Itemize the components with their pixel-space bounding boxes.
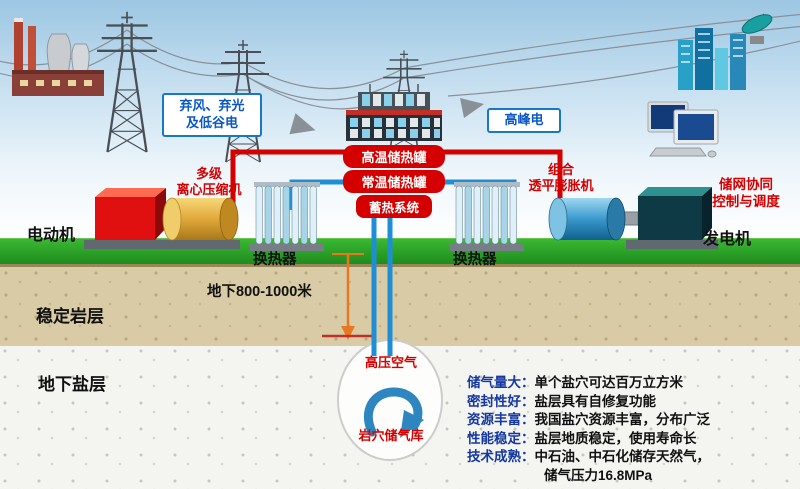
feature-value: 我国盐穴资源丰富，分布广泛 [534,412,711,427]
grid-control-label: 储网协同 控制与调度 [696,177,796,211]
feature-key: 密封性好： [467,393,535,409]
feature-row: 储气压力16.8MPa [467,467,797,486]
feature-value: 单个盐穴可达百万立方米 [534,375,684,390]
depth-arrow-icon [322,253,374,340]
cavern-storage-label: 岩穴储气库 [358,428,424,443]
feature-row: 密封性好：盐层具有自修复功能 [467,393,797,412]
heat-exchanger-icon [450,182,524,251]
feature-key: 技术成熟： [467,449,535,464]
generator-icon [638,187,712,240]
city-buildings-icon [678,28,746,90]
grid-control-line1: 储网协同 [719,177,773,192]
motor-label: 电动机 [27,227,76,244]
feature-row: 资源丰富：我国盐穴资源丰富，分布广泛 [467,411,797,430]
feature-key: 资源丰富： [467,412,535,427]
compressor-icon [162,197,239,241]
feature-value: 储气压力16.8MPa [544,467,653,483]
computer-icon [647,101,719,158]
feature-row: 技术成熟：中石油、中石化储存天然气， [467,448,797,467]
expander-icon [548,197,626,241]
grid-control-line2: 控制与调度 [712,193,780,209]
hot-tank-label: 高温储热罐 [343,145,445,168]
compressor-label-line2: 离心压缩机 [176,182,242,198]
heat-exchanger-left-label: 换热器 [253,252,297,268]
left-platform [84,240,240,249]
curtailed-power-line2: 及低谷电 [185,114,238,130]
cavern-down-pipes [371,214,393,356]
curtailed-power-callout: 弃风、弃光 及低谷电 [162,93,262,137]
heat-exchanger-right-label: 换热器 [453,252,497,268]
factory-icon [12,18,104,96]
rock-layer-label: 稳定岩层 [36,307,104,326]
feature-value: 盐层具有自修复功能 [534,393,657,409]
feature-row: 性能稳定：盐层地质稳定，使用寿命长 [467,430,797,449]
heat-storage-system-label: 蓄热系统 [356,195,432,218]
grid-out-arrow-icon [460,98,484,118]
compressor-label: 多级 离心压缩机 [163,166,255,199]
substation-icon [346,84,442,141]
expander-label-line1: 组合 [547,162,574,177]
expander-label-line2: 透平膨胀机 [528,178,594,194]
right-platform [626,240,718,249]
generator-label: 发电机 [703,231,752,248]
cold-tank-label: 常温储热罐 [343,170,445,193]
depth-label: 地下800-1000米 [207,284,312,300]
feature-key: 储气量大： [467,375,535,390]
feature-value: 中石油、中石化储存天然气， [534,449,711,464]
feature-value: 盐层地质稳定，使用寿命长 [534,430,697,446]
air-swirl-icon [363,387,424,438]
salt-layer-label: 地下盐层 [38,375,106,394]
expander-label: 组合 透平膨胀机 [513,162,609,195]
high-pressure-air-label: 高压空气 [364,355,417,370]
feature-row: 储气量大：单个盐穴可达百万立方米 [467,374,797,393]
peak-power-callout: 高峰电 [487,108,561,133]
grid-in-arrow-icon [289,113,316,135]
radar-icon [741,13,773,44]
motor-icon [95,188,166,240]
salt-cavern-feature-list: 储气量大：单个盐穴可达百万立方米 密封性好：盐层具有自修复功能 资源丰富：我国盐… [467,374,797,485]
compressor-label-line1: 多级 [195,166,222,181]
rock-layer-background [0,264,800,349]
heat-exchanger-icon [250,182,324,251]
curtailed-power-line1: 弃风、弃光 [179,98,245,113]
feature-key: 性能稳定： [467,430,535,446]
